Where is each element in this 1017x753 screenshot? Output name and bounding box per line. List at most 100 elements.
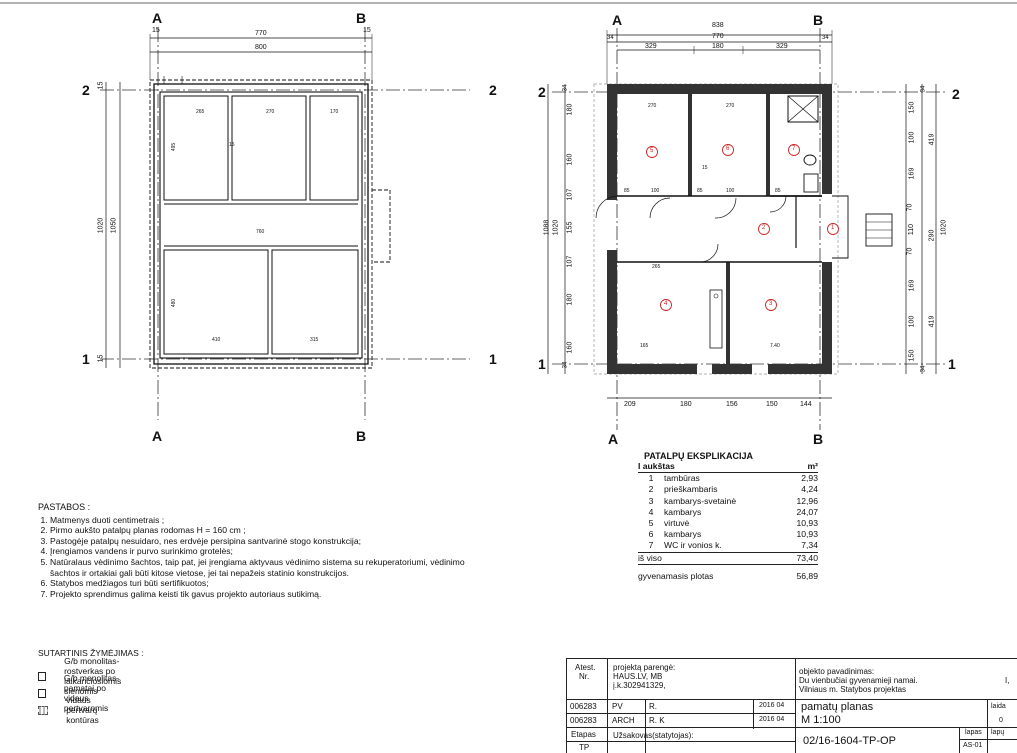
dim-text: 15 [229,142,235,148]
floor-label: I aukštas [638,461,675,471]
dim-text: 180 [566,103,574,116]
stage-text: TP [579,743,590,752]
room-area: 2,93 [801,473,818,484]
dim-text: 85 [624,188,630,194]
dim-text: 155 [566,221,574,234]
edition-number: 0 [999,717,1003,724]
legend-label: G/b monolitas- rostverkas po laikančiosi… [64,656,122,696]
notes-title: PASTABOS : [38,502,91,512]
room-no: 2 [648,484,654,495]
dim-text: 15 [97,354,105,363]
note-item: Pastogėje patalpų nesuidaro, nes erdvėje… [50,536,470,547]
dim-text: 410 [212,337,221,343]
room-number: 7 [792,146,796,152]
legend-row: G/b monolitas- pamatai po vidaus pertvar… [38,673,120,713]
right-floor-plan [547,28,945,430]
axis-label-2-right-r: 2 [952,86,960,102]
room-name: kambarys [664,506,702,517]
legend-label: G/b monolitas- pamatai po vidaus pertvar… [63,673,120,713]
room-name: tambūras [664,473,700,484]
dim-text: 107 [566,255,574,268]
axis-label-1-right: 1 [489,351,497,367]
dim-text: 270 [266,109,275,115]
dim-text: 100 [908,131,916,144]
row2-role: ARCH [612,716,635,725]
dim-text: 156 [726,401,738,408]
unit-label: m² [807,461,818,471]
dim-text: 160 [566,341,574,354]
dim-text: 170 [330,109,339,115]
room-number: 5 [650,148,654,154]
dim-text: 100 [726,188,735,194]
dim-text: 315 [310,337,319,343]
dim-text: 1020 [940,219,948,236]
dim-text: 34 [822,35,829,41]
room-name: WC ir vonios k. [664,540,722,551]
object-line2: Vilniaus m. Statybos projektas [799,685,907,694]
table-row: 2 prieškambaris 4,24 [638,484,818,495]
explication-table: I aukštas m² 1 tambūras 2,93 2 prieškamb… [638,461,818,582]
legend-label: vidaus pertvarų kontūras [66,695,99,725]
row2-name: R. K [649,716,665,725]
axis-label-b-bottom-left: B [356,428,367,444]
axis-label-a-bottom-right: A [608,431,619,447]
dim-text: 209 [624,401,636,408]
etapas-label: Etapas [571,730,596,739]
note-item: Projekto sprendimus galima keisti tik ga… [50,589,470,600]
note-item: Pirmo aukšto patalpų planas rodomas H = … [50,525,470,536]
room-no: 4 [648,506,654,517]
table-row: 7 WC ir vonios k. 7,34 [638,540,818,553]
room-number: 1 [831,225,835,231]
room-no: 5 [648,518,654,529]
dim-text: 270 [648,103,657,109]
dim-text: 180 [566,293,574,306]
nr-label: Nr. [579,672,590,681]
dim-text: 15 [702,165,708,171]
title-block: Atest. Nr. projektą parengė: HAUS.LV, MB… [566,658,1017,753]
room-name: prieškambaris [664,484,718,495]
lapu-label: lapų [991,729,1005,736]
dim-text: 34 [607,35,614,41]
table-row: 4 kambarys 24,07 [638,507,818,518]
dim-text: 15 [97,81,105,90]
axis-label-1-left-r: 1 [538,356,546,372]
room-name: kambarys-svetainė [664,495,737,506]
axis-label-a-top-left: A [152,10,163,26]
dim-text: 760 [256,229,265,235]
dim-text: 34 [920,365,927,373]
room-area: 10,93 [796,518,818,529]
row1-date: 2016 04 [759,702,785,709]
dim-text: 1088 [543,219,551,236]
dim-text: 107 [566,188,574,201]
room-name: virtuvė [664,518,690,529]
dim-text: 7.40 [770,343,780,349]
table-row: 3 kambarys-svetainė 12,96 [638,496,818,507]
dim-text: 419 [928,315,936,328]
dim-text: 110 [908,223,916,236]
room-number: 2 [762,225,766,231]
dim-text: 144 [800,401,812,408]
room-area: 24,07 [796,506,818,517]
room-no: 6 [648,529,654,540]
room-no: 3 [648,495,654,506]
dim-text: 160 [566,153,574,166]
dim-text: 495 [171,142,178,152]
living-value: 56,89 [796,570,818,581]
dim-text: 770 [255,30,267,37]
document-number: 02/16-1604-TP-OP [803,735,896,747]
dim-text: 34 [562,84,569,92]
dim-text: 800 [255,44,267,51]
dim-text: 265 [652,264,661,270]
row1-code: 006283 [570,702,597,711]
room-explication: PATALPŲ EKSPLIKACIJA I aukštas m² 1 tamb… [638,451,818,582]
axis-label-2-right: 2 [489,82,497,98]
dim-text: 180 [680,401,692,408]
total-value: 73,40 [796,552,818,563]
dim-text: 34 [562,361,569,369]
room-number: 6 [726,146,730,152]
row2-code: 006283 [570,716,597,725]
dim-text: 419 [928,133,936,146]
axis-label-a-top-right: A [612,12,623,28]
dim-text: 169 [908,167,916,180]
